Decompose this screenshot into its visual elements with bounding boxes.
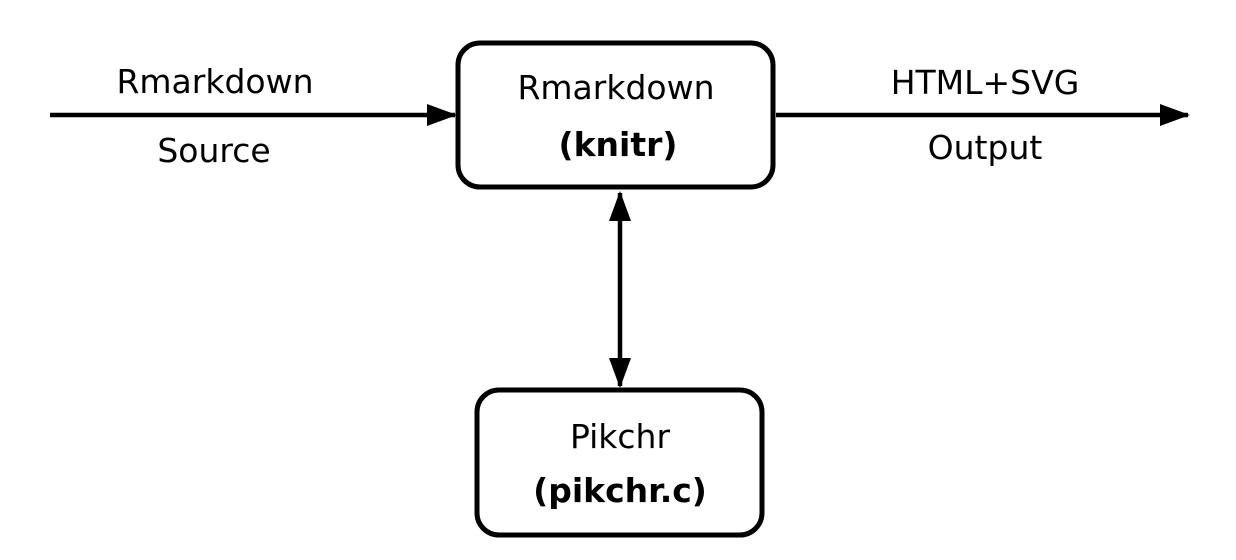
input-arrow-label-bottom: Source <box>157 131 270 170</box>
output-arrow-label-bottom: Output <box>928 128 1043 167</box>
knitr-box <box>455 40 776 190</box>
pikchr-box <box>474 387 765 538</box>
knitr-box-subtitle: (knitr) <box>559 125 678 164</box>
input-arrow-label-top: Rmarkdown <box>116 62 313 101</box>
knitr-box-title: Rmarkdown <box>517 68 714 107</box>
pikchr-box-title: Pikchr <box>570 417 671 456</box>
output-arrow-label-top: HTML+SVG <box>891 63 1080 102</box>
pikchr-box-subtitle: (pikchr.c) <box>533 471 707 510</box>
